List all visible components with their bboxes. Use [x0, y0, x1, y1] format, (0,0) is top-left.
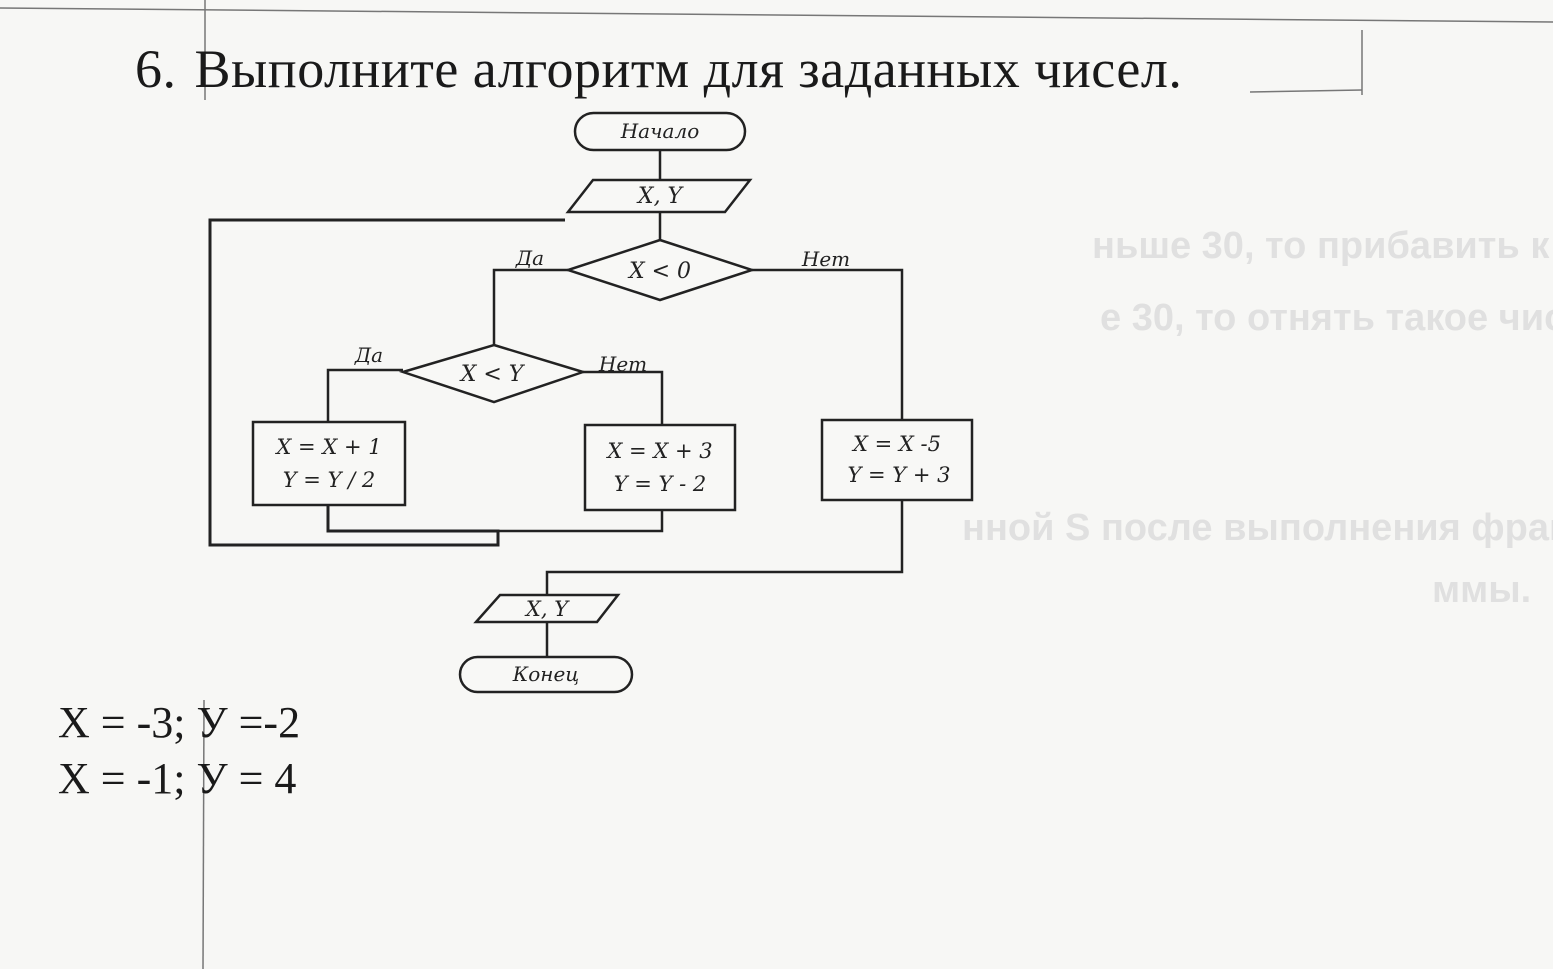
condition-1-diamond [563, 238, 757, 302]
show-through-line-2: е 30, то отнять такое число, чтобы резул… [1100, 297, 1553, 339]
condition-1-label: X < 0 [627, 259, 691, 284]
output-parallelogram [473, 593, 621, 624]
condition-1-yes-label: Да [515, 246, 544, 270]
process-left-line-1: X = X + 1 [274, 435, 381, 459]
end-terminator [458, 655, 634, 694]
condition-2-yes-label: Да [354, 343, 383, 367]
middle-block-out-line [498, 510, 664, 533]
flow-lines [208, 150, 904, 657]
input-values-list: X = -3; У =-2 X = -1; У = 4 [58, 695, 300, 807]
process-right-line-2: Y = Y + 3 [848, 463, 951, 487]
process-block-left [251, 420, 407, 507]
condition-2-diamond [398, 343, 588, 404]
output-label: X, Y [524, 597, 570, 621]
input-values-row-2: X = -1; У = 4 [58, 754, 297, 803]
condition-2-label: X < Y [459, 362, 526, 387]
input-values-row-1: X = -3; У =-2 [58, 698, 301, 747]
margin-line-bottom [202, 699, 205, 969]
end-label: Конец [512, 662, 579, 686]
condition-2-no-label: Нет [598, 352, 647, 376]
process-block-right [820, 418, 974, 502]
start-terminator [573, 111, 747, 152]
task-number: 6. [135, 39, 177, 99]
input-label: X, Y [636, 184, 685, 209]
start-label: Начало [620, 119, 700, 143]
task-heading: 6. Выполните алгоритм для заданных чисел. [135, 38, 1182, 100]
condition-1-no-line [752, 268, 904, 420]
process-right-line-1: X = X -5 [851, 432, 941, 456]
task-title: Выполните алгоритм для заданных чисел. [194, 39, 1183, 99]
condition-1-yes-line [492, 268, 568, 345]
process-block-middle [583, 423, 737, 512]
show-through-line-4: ммы. [1432, 569, 1531, 611]
sheet-top-edge [0, 7, 1553, 23]
loop-back-line [208, 218, 565, 547]
process-left-line-2: Y = Y / 2 [283, 468, 375, 492]
show-through-text: ньше 30, то прибавить к полученному числ… [962, 225, 1553, 611]
show-through-line-1: ньше 30, то прибавить к полученному числ… [1092, 225, 1553, 267]
condition-1-no-label: Нет [801, 247, 850, 271]
process-middle-line-2: Y = Y - 2 [614, 472, 706, 496]
condition-2-yes-line [326, 368, 403, 422]
sheet-ruling-mark-2 [1249, 89, 1363, 93]
show-through-line-3: нной S после выполнения фрагмента програ… [962, 507, 1553, 549]
input-parallelogram [565, 178, 753, 214]
right-block-out-line [545, 500, 904, 595]
condition-2-no-line [583, 370, 664, 425]
process-middle-line-1: X = X + 3 [605, 439, 712, 463]
